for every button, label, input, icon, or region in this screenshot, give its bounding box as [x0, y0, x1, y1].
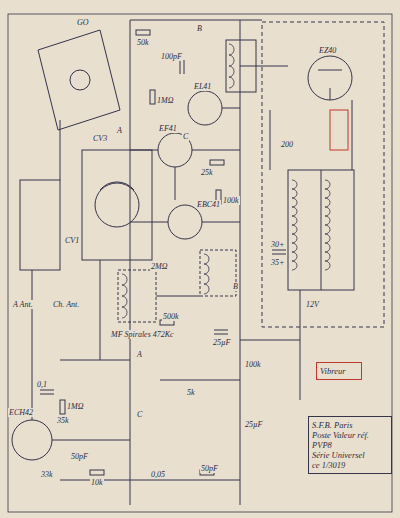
- coil-winding: [292, 252, 297, 261]
- component-label: 30+: [270, 240, 285, 249]
- component-label: 500k: [162, 312, 180, 321]
- coil-winding: [325, 252, 330, 261]
- coil-winding: [122, 274, 127, 285]
- coil-winding: [229, 66, 234, 77]
- coil-winding: [204, 274, 209, 284]
- component-label: EF41: [158, 124, 178, 133]
- coil-winding: [229, 44, 234, 55]
- coil-winding: [122, 307, 127, 318]
- component-label: CV3: [92, 134, 108, 143]
- coil-winding: [292, 198, 297, 207]
- coil-winding: [325, 234, 330, 243]
- component-label: 50k: [136, 38, 150, 47]
- component-label: C: [182, 132, 189, 141]
- component-label: 10k: [90, 478, 104, 487]
- component-label: 1MΩ: [156, 96, 174, 105]
- component-label: 100k: [222, 196, 240, 205]
- component-label: 0,05: [150, 470, 166, 479]
- title-box: S.F.B. ParisPoste Valeur réf. PVP8Série …: [308, 416, 392, 474]
- coil-winding: [325, 225, 330, 234]
- coil-winding: [292, 234, 297, 243]
- component-label: GO: [76, 18, 90, 27]
- component-label: 100pF: [160, 52, 183, 61]
- coil-winding: [325, 189, 330, 198]
- component-label: B: [196, 24, 203, 33]
- coil-winding: [229, 55, 234, 66]
- coil-winding: [122, 296, 127, 307]
- component-label: A: [116, 126, 123, 135]
- component-label: 200: [280, 140, 294, 149]
- coil-winding: [325, 243, 330, 252]
- coil-winding: [292, 243, 297, 252]
- component-label: Ch. Ant.: [52, 300, 80, 309]
- component-label: 25µF: [212, 338, 232, 347]
- node-heading: S.F.B. Paris: [312, 420, 388, 430]
- component-label: MF Spirales 472Kc: [110, 330, 175, 339]
- component-label: 35+: [270, 258, 285, 267]
- coil-winding: [325, 180, 330, 189]
- coil-winding: [292, 225, 297, 234]
- component-label: 35k: [56, 416, 70, 425]
- component-label: C: [136, 410, 143, 419]
- component-label: A Ant.: [12, 300, 34, 309]
- coil-winding: [292, 216, 297, 225]
- component-label: A: [136, 350, 143, 359]
- coil-winding: [204, 254, 209, 264]
- component-label: 12V: [305, 300, 320, 309]
- component-label: 33k: [40, 470, 54, 479]
- coil-winding: [325, 198, 330, 207]
- component-label: 100k: [244, 360, 262, 369]
- component-label: 50pF: [200, 464, 219, 473]
- component-label: B: [232, 282, 239, 291]
- component-label: 50pF: [70, 452, 89, 461]
- component-label: EL41: [193, 82, 212, 91]
- component-label: 25µF: [244, 420, 264, 429]
- coil-winding: [292, 261, 297, 270]
- node-text: ce 1/3019: [312, 460, 388, 470]
- coil-winding: [325, 216, 330, 225]
- coil-winding: [292, 189, 297, 198]
- node-text: Série Universel: [312, 450, 388, 460]
- coil-winding: [325, 207, 330, 216]
- coil-winding: [325, 261, 330, 270]
- component-label: 2MΩ: [150, 262, 168, 271]
- coil-winding: [292, 207, 297, 216]
- component-label: 25k: [200, 168, 214, 177]
- node-heading: Vibreur: [320, 366, 358, 376]
- component-label: 5k: [186, 388, 196, 397]
- vibrator-box: Vibreur: [316, 362, 362, 380]
- component-label: 0,1: [36, 380, 48, 389]
- component-label: EZ40: [318, 46, 337, 55]
- component-label: 1MΩ: [66, 402, 84, 411]
- component-label: CV1: [64, 236, 80, 245]
- node-text: Poste Valeur réf. PVP8: [312, 430, 388, 450]
- coil-winding: [204, 284, 209, 294]
- component-label: EBC41: [196, 200, 221, 209]
- coil-winding: [204, 264, 209, 274]
- coil-winding: [122, 285, 127, 296]
- component-label: ECH42: [8, 408, 34, 417]
- coil-winding: [229, 77, 234, 88]
- coil-winding: [292, 180, 297, 189]
